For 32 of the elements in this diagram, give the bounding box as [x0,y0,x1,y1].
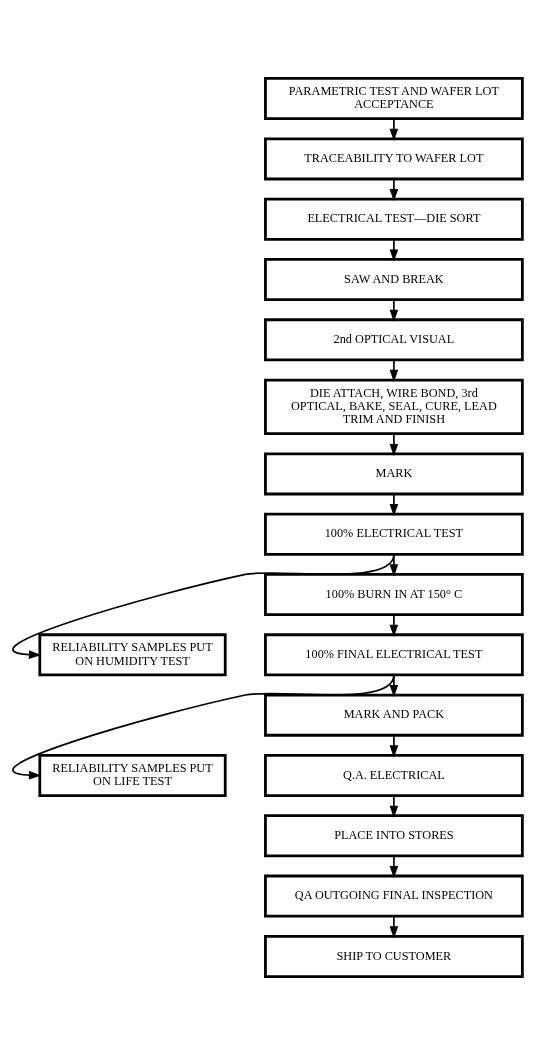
node-box: PARAMETRIC TEST AND WAFER LOT ACCEPTANCE [264,77,524,121]
node-box: 100% ELECTRICAL TEST [264,512,524,556]
arrow [389,238,399,262]
arrow [389,674,399,698]
arrow [389,855,399,879]
arrow [389,117,399,142]
arrow [389,915,399,939]
node-box: SHIP TO CUSTOMER [264,934,524,978]
arrow [389,433,399,457]
node-box: RELIABILITY SAMPLES PUT ON HUMIDITY TEST [38,633,227,677]
node-box: MARK AND PACK [264,693,524,737]
node-box: SAW AND BREAK [264,258,524,302]
arrow [12,674,395,780]
arrow [389,359,399,383]
node-box: RELIABILITY SAMPLES PUT ON LIFE TEST [38,753,227,797]
node-box: ELECTRICAL TEST—DIE SORT [264,197,524,241]
arrow [389,794,399,818]
arrow [389,298,399,322]
arrow [389,613,399,637]
node-box: QA OUTGOING FINAL INSPECTION [264,874,524,918]
node-box: PLACE INTO STORES [264,814,524,858]
node-box: TRACEABILITY TO WAFER LOT [264,137,524,181]
node-box: MARK [264,452,524,496]
node-box: 100% FINAL ELECTRICAL TEST [264,633,524,677]
arrow [389,493,399,517]
arrow [389,734,399,758]
node-box: 100% BURN IN AT 150° C [264,573,524,617]
arrow [389,553,399,577]
node-box: Q.A. ELECTRICAL [264,753,524,797]
node-box: 2nd OPTICAL VISUAL [264,318,524,362]
node-box: DIE ATTACH, WIRE BOND, 3rd OPTICAL, BAKE, SEAL, CURE, LEAD TRIM AND FINISH [264,378,524,436]
arrow [389,178,399,202]
